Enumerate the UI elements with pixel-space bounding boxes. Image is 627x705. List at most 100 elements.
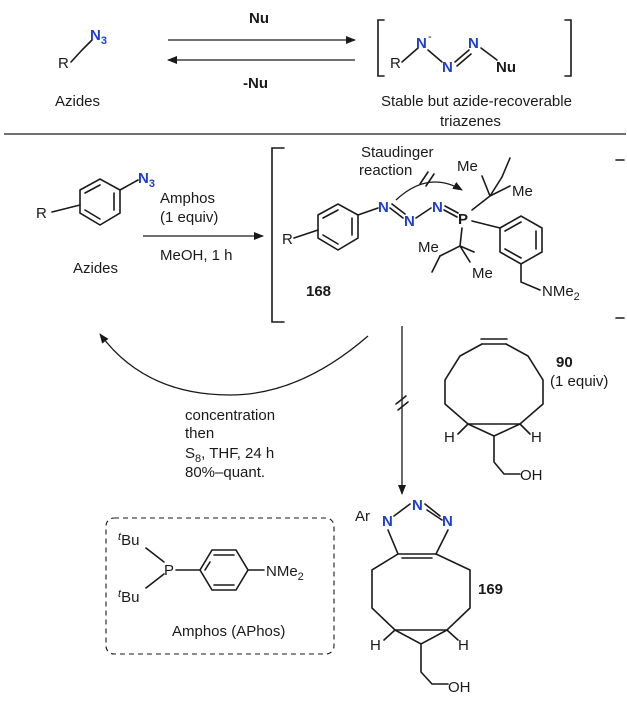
compound-90-equiv: (1 equiv)	[550, 373, 608, 390]
compound-90-label: 90	[556, 354, 573, 371]
product-h-left: H	[370, 637, 381, 654]
amphos-caption: Amphos (APhos)	[172, 623, 285, 640]
bcn-h-right: H	[531, 429, 542, 446]
simple-azide: R N3 Azides	[55, 27, 107, 110]
int168-me4: Me	[472, 265, 493, 282]
step1-reagent: Amphos	[160, 190, 215, 207]
int168-me3: Me	[418, 239, 439, 256]
int168-ring-double	[322, 209, 353, 245]
amphos-tbu2: tBu	[118, 588, 139, 606]
aryl-azide-ring-double	[84, 184, 115, 220]
aryl-azide-n-bond	[119, 179, 139, 191]
int168-nme2-bond	[520, 263, 541, 291]
int168-p-aryl-bond	[471, 220, 501, 229]
recovery-line4: 80%–quant.	[185, 464, 265, 481]
reverse-arrow-label: -Nu	[243, 75, 268, 92]
int168-ring	[317, 203, 359, 251]
triazene-bond-1	[401, 47, 419, 63]
int168-aryl-ring	[499, 215, 543, 265]
bcn-oh: OH	[520, 467, 543, 484]
intermediate-168: Staudinger reaction R N N N P Me Me Me	[271, 144, 625, 323]
cycloaddition-step	[395, 326, 409, 495]
bracket-right	[564, 19, 572, 77]
int168-n1-label: N	[378, 199, 389, 216]
aryl-azide-caption: Azides	[73, 260, 118, 277]
bcn-reagent-90: H H OH 90 (1 equiv)	[444, 338, 608, 484]
product-h-left-bond	[383, 629, 396, 641]
int168-me1: Me	[457, 158, 478, 175]
int168-aryl-ring-double	[504, 221, 537, 259]
triazene-structure: R N - N N Nu Stable but azide-recoverabl…	[377, 19, 572, 130]
amphos-dashed-frame	[105, 517, 335, 655]
aryl-azide-ring	[79, 178, 121, 226]
recovery-line2: then	[185, 425, 214, 442]
recovery-arrow	[99, 333, 369, 396]
int168-r-label: R	[282, 231, 293, 248]
bottom-scheme: R N3 Azides Amphos (1 equiv) MeOH, 1 h S…	[36, 144, 625, 696]
azide-n3-label: N3	[90, 27, 107, 47]
staudinger-curved-arrow	[395, 181, 463, 201]
product-oh: OH	[448, 679, 471, 696]
triazene-n1-label: N	[416, 35, 427, 52]
amphos-tbu-bonds	[145, 547, 165, 589]
product-triazole-top	[393, 503, 443, 521]
int168-p-label: P	[458, 211, 468, 228]
staudinger-line1: Staudinger	[361, 144, 434, 161]
amphos-aryl-ring	[199, 549, 249, 591]
product-h-right-bond	[446, 629, 459, 641]
bracket-left	[377, 19, 385, 77]
product-triazole-bottom	[387, 529, 449, 559]
forward-arrow-label: Nu	[249, 10, 269, 27]
azide-bond	[70, 39, 93, 63]
aryl-azide-r-bond	[51, 204, 81, 213]
int168-nme2-label: NMe2	[542, 283, 580, 303]
bcn-h-right-bond	[519, 423, 531, 435]
int168-me2: Me	[512, 183, 533, 200]
int168-tbu-upper	[471, 175, 511, 211]
bcn-h-left: H	[444, 429, 455, 446]
triazene-bond-3	[480, 47, 498, 61]
amphos-p-label: P	[164, 562, 174, 579]
azide-caption: Azides	[55, 93, 100, 110]
staudinger-line2: reaction	[359, 162, 412, 179]
int168-r-bond	[293, 229, 319, 239]
step1-conditions: MeOH, 1 h	[160, 247, 233, 264]
product-n2-label: N	[412, 497, 423, 514]
recovery-line3: S8, THF, 24 h	[185, 445, 274, 465]
compound-169-label: 169	[478, 581, 503, 598]
triazene-caption-line1: Stable but azide-recoverable	[381, 93, 572, 110]
aryl-azide-r-label: R	[36, 205, 47, 222]
int168-n3-label: N	[432, 199, 443, 216]
triazene-double-bond	[454, 49, 472, 67]
bcn-ring	[444, 343, 544, 425]
amphos-nme2-label: NMe2	[266, 563, 304, 583]
product-n3-label: N	[442, 513, 453, 530]
int168-tbu-lower-methyl	[431, 255, 441, 273]
equilibrium-arrows: Nu -Nu	[167, 10, 356, 92]
triazene-n3-label: N	[468, 35, 479, 52]
step1: Amphos (1 equiv) MeOH, 1 h	[143, 190, 264, 264]
amphos-tbu1: tBu	[118, 531, 139, 549]
bracket-168-left	[271, 147, 285, 323]
int168-n2-label: N	[404, 213, 415, 230]
amphos-box: tBu tBu P NMe2 Amphos (APhos)	[105, 517, 335, 655]
recovery-line1: concentration	[185, 407, 275, 424]
product-h-right: H	[458, 637, 469, 654]
int168-tbu-upper-methyl	[501, 157, 511, 178]
product-ar-label: Ar	[355, 508, 370, 525]
azide-r-label: R	[58, 55, 69, 72]
product-169: Ar N N N H H OH 169	[355, 497, 503, 696]
product-cyclopropane-ch2oh	[394, 629, 449, 685]
triazene-n2-label: N	[442, 59, 453, 76]
triazene-nu-label: Nu	[496, 59, 516, 76]
int168-np-double	[443, 205, 459, 218]
bcn-cyclopropane-ch2oh	[467, 423, 521, 475]
down-arrow-blocked-mark	[395, 395, 409, 411]
aryl-azide: R N3 Azides	[36, 170, 155, 277]
int168-n-bond	[357, 207, 379, 216]
compound-168-label: 168	[306, 283, 331, 300]
product-n1-label: N	[382, 513, 393, 530]
bcn-h-left-bond	[457, 423, 469, 435]
triazene-minus-label: -	[428, 31, 432, 43]
